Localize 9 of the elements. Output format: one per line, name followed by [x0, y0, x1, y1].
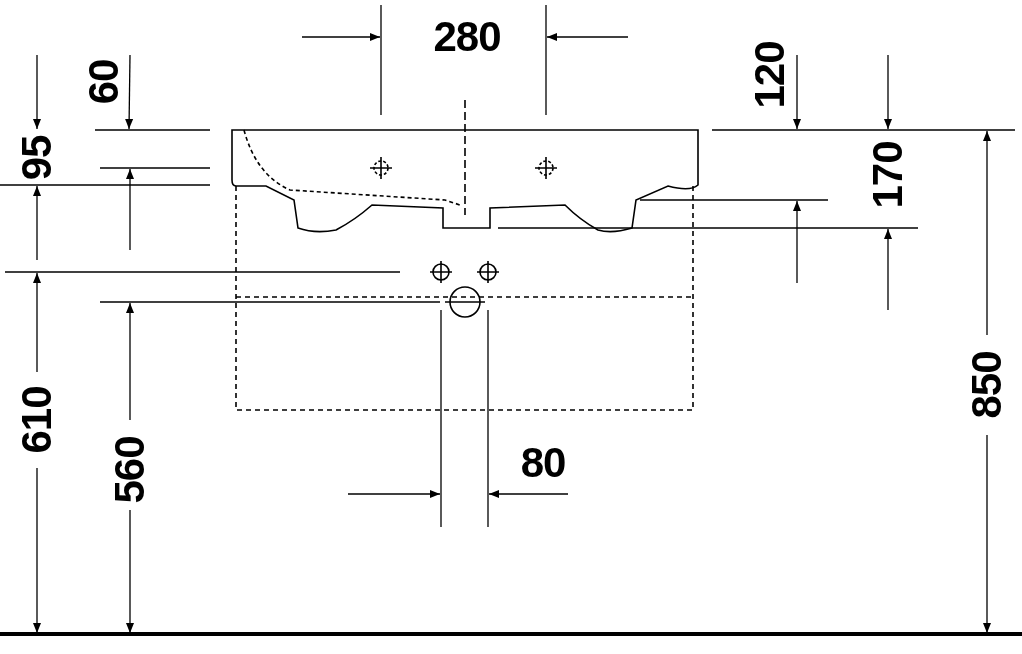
dimension-label: 170: [867, 141, 909, 209]
dimension-label: 95: [16, 135, 58, 181]
dimension-label: 80: [520, 442, 566, 484]
dimension-label: 280: [433, 16, 501, 58]
dimension-label: 120: [749, 41, 791, 109]
dimension-label: 60: [83, 59, 125, 105]
dimension-label: 610: [16, 386, 58, 454]
dimension-label: 850: [966, 351, 1008, 419]
dimension-label: 560: [109, 436, 151, 504]
